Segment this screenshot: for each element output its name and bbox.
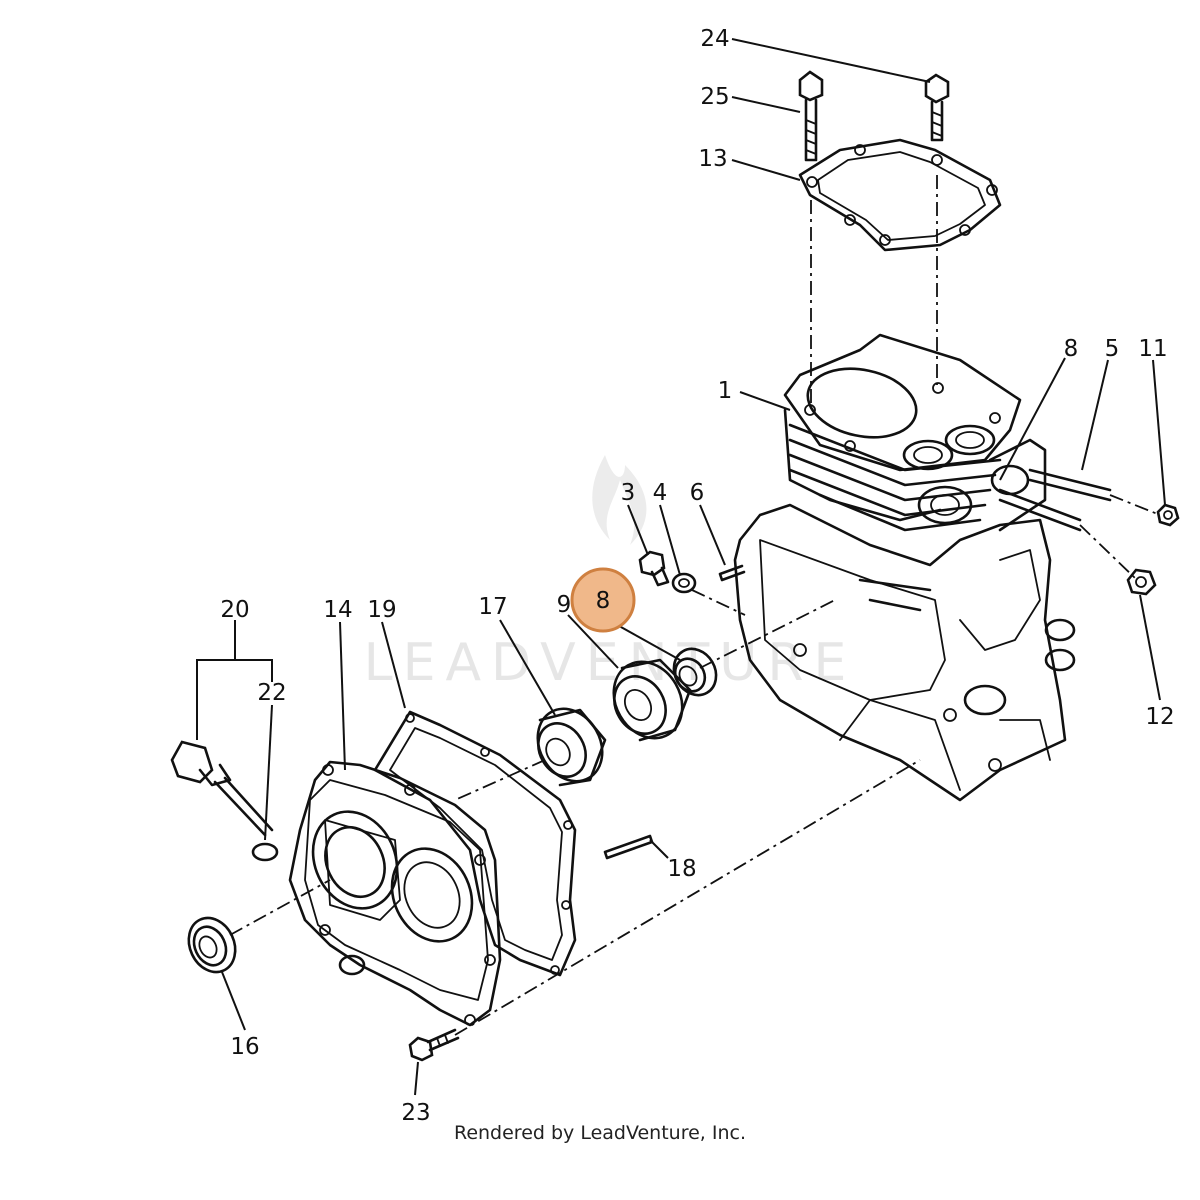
oil-seal-16	[187, 916, 237, 974]
callout-4[interactable]: 4	[653, 480, 668, 506]
oil-dipstick	[170, 740, 274, 837]
callout-12[interactable]: 12	[1145, 704, 1174, 730]
callout-17[interactable]: 17	[478, 594, 507, 620]
callout-13[interactable]: 13	[698, 146, 727, 172]
callout-18[interactable]: 18	[667, 856, 696, 882]
flame-logo-icon	[592, 455, 647, 545]
callout-6[interactable]: 6	[690, 480, 705, 506]
callout-7[interactable]: 8	[1064, 336, 1079, 362]
engine-block	[733, 333, 1112, 802]
head-bolt-left	[798, 70, 824, 162]
callout-23[interactable]: 24	[700, 26, 729, 52]
highlighted-callout-circle	[570, 567, 636, 633]
callout-labels: 24 25 13 1 8 5 11 12 3 4 6 9 8 17 19 14 …	[220, 26, 1174, 1126]
callout-19[interactable]: 19	[367, 597, 396, 623]
callout-14[interactable]: 14	[323, 597, 352, 623]
callout-24[interactable]: 25	[700, 84, 729, 110]
head-gasket	[798, 138, 1002, 252]
callout-3[interactable]: 3	[621, 480, 636, 506]
head-bolt-right	[924, 73, 950, 142]
leader-lines	[196, 38, 1166, 1096]
callout-9[interactable]: 9	[557, 592, 572, 618]
callout-20[interactable]: 20	[220, 597, 249, 623]
bearing-17	[536, 707, 607, 787]
nut-12	[1126, 568, 1157, 596]
dowel-pin-18	[603, 834, 654, 860]
callout-5[interactable]: 5	[1105, 336, 1120, 362]
watermark-text: LEADVENTURE	[364, 633, 857, 693]
washer-4	[671, 572, 697, 594]
nut-11	[1156, 503, 1180, 527]
crankcase-cover	[288, 760, 502, 1027]
callout-22[interactable]: 22	[257, 680, 286, 706]
callout-25[interactable]: 23	[401, 1100, 430, 1126]
drain-plug	[638, 550, 670, 587]
callout-11[interactable]: 11	[1138, 336, 1167, 362]
dowel-pin-6	[718, 564, 746, 582]
callout-16[interactable]: 16	[230, 1034, 259, 1060]
callout-8[interactable]: 8	[596, 588, 611, 614]
cover-bolt-25	[408, 1028, 460, 1062]
callout-1[interactable]: 1	[718, 378, 733, 404]
o-ring-22	[251, 842, 279, 862]
crankcase-gasket	[373, 710, 577, 977]
render-credit: Rendered by LeadVenture, Inc.	[453, 1122, 747, 1144]
